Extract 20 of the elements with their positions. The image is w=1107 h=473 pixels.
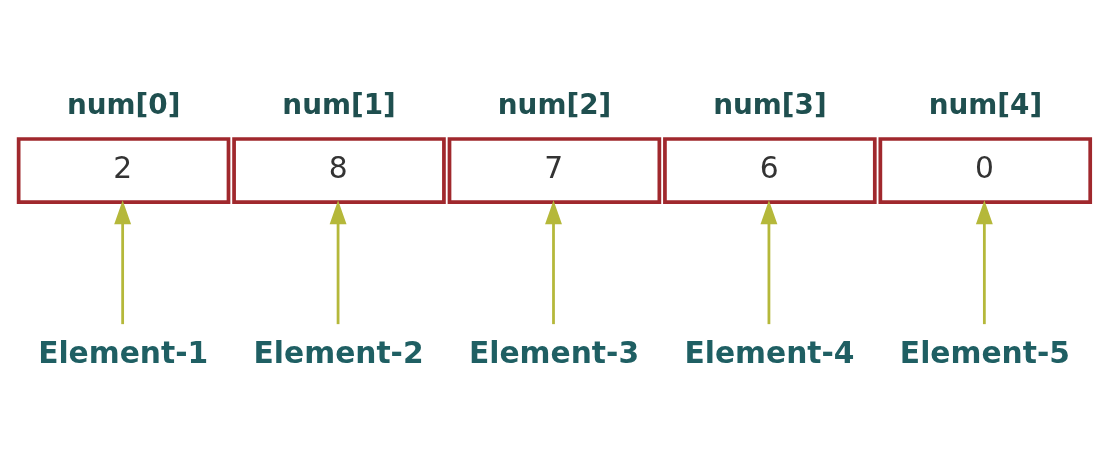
- node-box: 7: [447, 137, 662, 204]
- node-box: 8: [232, 137, 446, 204]
- node-text: Element-5: [899, 335, 1070, 371]
- node-box: 0: [878, 137, 1093, 204]
- arrow: [975, 200, 993, 325]
- node-label: num[1]: [282, 87, 396, 121]
- arrow: [114, 200, 132, 325]
- arrow: [545, 200, 562, 325]
- node-label: num[3]: [713, 87, 827, 121]
- node-text: Element-1: [38, 335, 209, 371]
- arrow: [329, 200, 347, 325]
- node-label: num[2]: [497, 87, 612, 121]
- node-text: Element-4: [684, 335, 855, 371]
- node-text: Element-2: [253, 335, 424, 371]
- node-text: Element-3: [469, 335, 640, 371]
- node-box: 2: [16, 137, 231, 204]
- arrow: [760, 200, 778, 325]
- node-label: num[4]: [928, 87, 1043, 121]
- node-box: 6: [663, 137, 877, 204]
- node-label: num[0]: [66, 87, 181, 121]
